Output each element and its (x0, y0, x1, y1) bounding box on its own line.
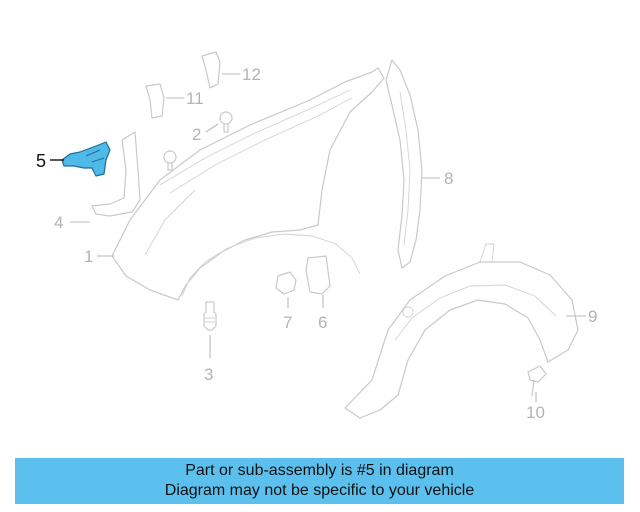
callout-10: 10 (526, 403, 545, 422)
info-banner: Part or sub-assembly is #5 in diagram Di… (15, 458, 624, 504)
callout-2: 2 (192, 125, 201, 144)
banner-line-2: Diagram may not be specific to your vehi… (164, 482, 475, 499)
screw-part-10 (527, 365, 547, 397)
bolt-near-bracket (163, 150, 177, 171)
callout-4: 4 (54, 213, 63, 232)
callout-12: 12 (242, 65, 261, 84)
callout-1: 1 (84, 247, 93, 266)
clip-part-12 (201, 51, 221, 89)
highlighted-bracket-part-5 (61, 141, 111, 177)
seal-part-8 (385, 59, 423, 269)
callout-7: 7 (283, 313, 292, 332)
callout-9: 9 (588, 307, 597, 326)
leader-lines (50, 73, 586, 402)
callout-3: 3 (204, 365, 213, 384)
callout-11: 11 (186, 89, 204, 108)
banner-line-1: Part or sub-assembly is #5 in diagram (185, 462, 454, 479)
callout-5: 5 (36, 151, 46, 171)
clip-part-11 (145, 83, 165, 119)
bracket-part-4 (91, 131, 141, 217)
callout-8: 8 (444, 169, 453, 188)
callout-6: 6 (318, 313, 327, 332)
nut-part-7 (275, 271, 297, 295)
bolt-part-2 (219, 111, 233, 133)
stud-part-3 (203, 301, 217, 331)
liner-part-9 (344, 243, 579, 419)
clip-part-6 (305, 255, 331, 295)
fender-part-1 (111, 67, 385, 301)
